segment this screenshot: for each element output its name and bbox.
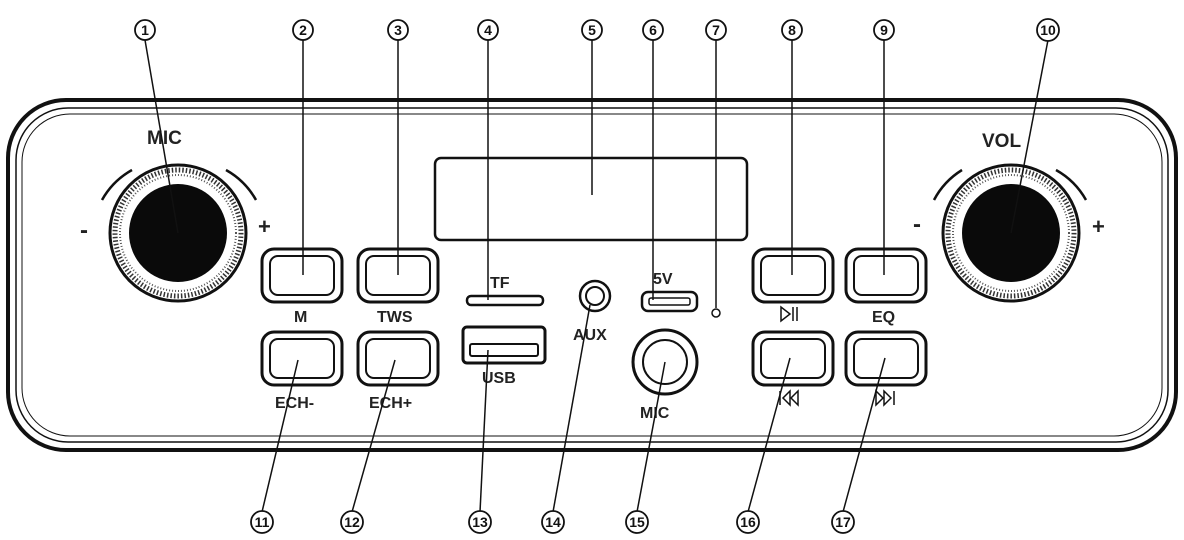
display-window [433, 156, 749, 242]
next-track-button[interactable] [844, 330, 928, 387]
mic-knob-label: MIC [147, 128, 182, 149]
mic-knob-plus: + [258, 214, 271, 239]
m-button[interactable] [260, 247, 344, 304]
vol-knob-plus: + [1092, 214, 1105, 239]
volume-knob[interactable] [932, 163, 1088, 303]
eq-button-label: EQ [872, 309, 895, 326]
svg-text:6: 6 [649, 22, 657, 38]
ech-minus-button[interactable] [260, 330, 344, 387]
mic-knob[interactable] [100, 163, 258, 303]
callout-10: 10 [1036, 18, 1060, 42]
usb-label: USB [482, 370, 516, 387]
svg-text:11: 11 [255, 514, 270, 530]
svg-text:3: 3 [394, 22, 402, 38]
svg-text:13: 13 [472, 514, 488, 530]
svg-text:2: 2 [299, 22, 307, 38]
aux-label: AUX [573, 327, 607, 344]
tf-card-slot[interactable] [465, 294, 545, 307]
usb-port[interactable] [461, 325, 547, 365]
callout-2: 2 [292, 19, 314, 41]
tws-button-label: TWS [377, 309, 413, 326]
svg-text:4: 4 [484, 22, 492, 38]
svg-text:17: 17 [835, 514, 851, 530]
callout-17: 17 [831, 510, 855, 534]
svg-text:9: 9 [880, 22, 888, 38]
callout-4: 4 [477, 19, 499, 41]
callout-15: 15 [625, 510, 649, 534]
callout-3: 3 [387, 19, 409, 41]
svg-text:15: 15 [629, 514, 645, 530]
vol-knob-minus: - [913, 211, 921, 238]
leader-lines [144, 39, 1049, 513]
svg-text:10: 10 [1040, 22, 1056, 38]
callout-13: 13 [468, 510, 492, 534]
callout-9: 9 [873, 19, 895, 41]
svg-text:1: 1 [141, 22, 149, 38]
callout-11: 11 [250, 510, 274, 534]
led-indicator [711, 308, 721, 318]
micro-usb-5v-port[interactable] [640, 290, 699, 313]
callout-1: 1 [134, 19, 156, 41]
m-button-label: M [294, 309, 307, 326]
svg-text:5: 5 [588, 22, 596, 38]
next-track-icon [875, 389, 895, 407]
eq-button[interactable] [844, 247, 928, 304]
mic-knob-minus: - [80, 217, 88, 244]
play-pause-icon [780, 305, 798, 323]
ech-plus-button[interactable] [356, 330, 440, 387]
callout-12: 12 [340, 510, 364, 534]
svg-text:12: 12 [344, 514, 360, 530]
svg-text:7: 7 [712, 22, 720, 38]
callout-6: 6 [642, 19, 664, 41]
tf-label: TF [490, 275, 510, 292]
callout-7: 7 [705, 19, 727, 41]
ech-plus-button-label: ECH+ [369, 395, 412, 412]
callout-5: 5 [581, 19, 603, 41]
ech-minus-button-label: ECH- [275, 395, 314, 412]
previous-track-button[interactable] [751, 330, 835, 387]
svg-text:16: 16 [740, 514, 756, 530]
callout-14: 14 [541, 510, 565, 534]
previous-track-icon [779, 389, 799, 407]
callout-8: 8 [781, 19, 803, 41]
callout-16: 16 [736, 510, 760, 534]
svg-text:14: 14 [545, 514, 561, 530]
five-v-label: 5V [653, 271, 673, 288]
play-pause-button[interactable] [751, 247, 835, 304]
aux-jack[interactable] [578, 279, 612, 313]
vol-knob-label: VOL [982, 131, 1021, 152]
svg-text:8: 8 [788, 22, 796, 38]
